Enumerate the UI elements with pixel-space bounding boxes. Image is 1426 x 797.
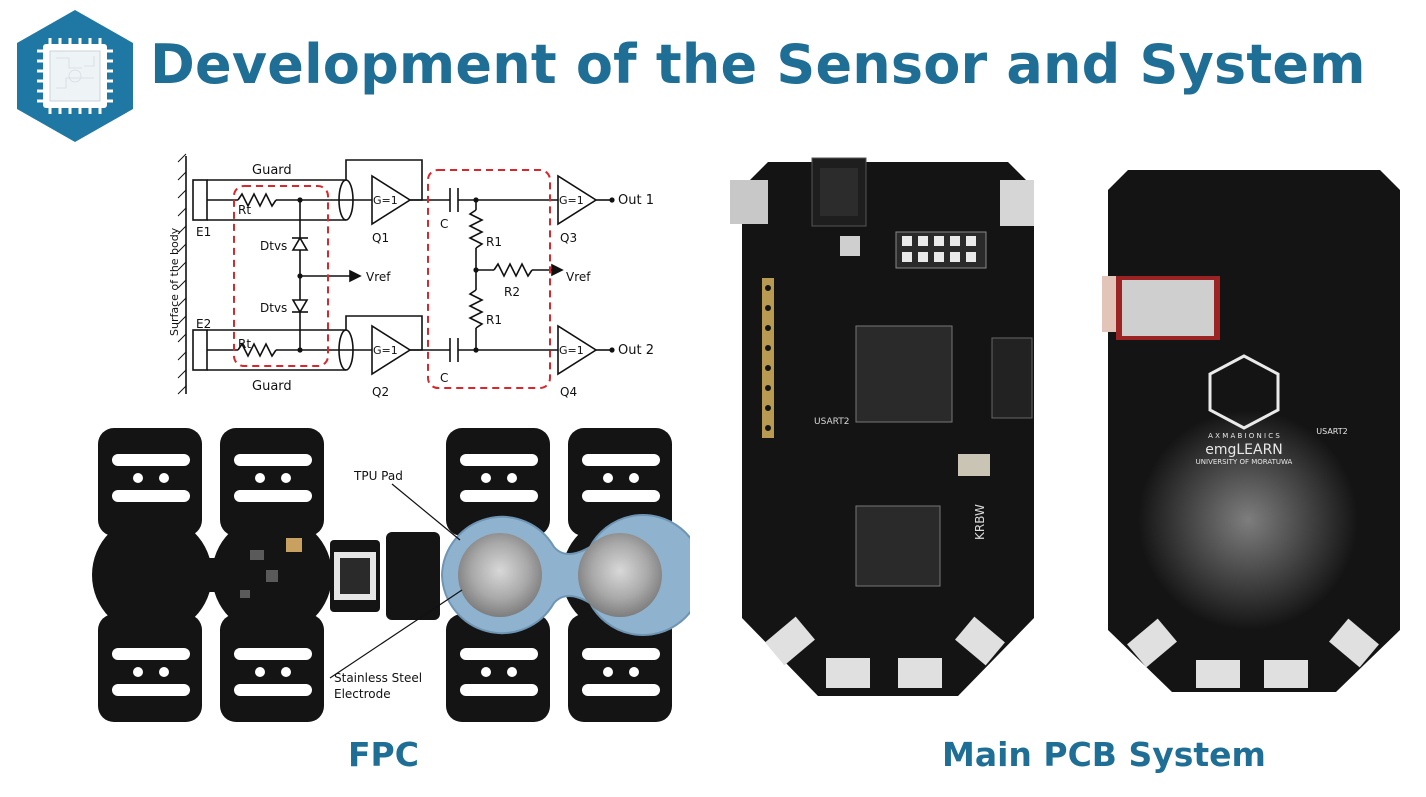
pcb-back-image: A X M A B I O N I C S emgLEARN UNIVERSIT… <box>1102 170 1400 692</box>
electrode-label-line1: Stainless Steel <box>334 671 422 685</box>
back-logo-line1: A X M A B I O N I C S <box>1208 432 1280 440</box>
q3-label: Q3 <box>560 231 577 245</box>
pcb-caption: Main PCB System <box>942 735 1266 774</box>
fpc-image: TPU Pad Stainless Steel Electrode <box>92 428 690 722</box>
pcb-front-image: USART2 KRBW <box>730 157 1034 696</box>
guard-bottom-label: Guard <box>252 379 292 394</box>
q1-buffer-gain: G=1 <box>373 194 398 207</box>
rt-bottom-label: Rt <box>238 337 251 351</box>
rt-top-label: Rt <box>238 203 251 217</box>
page-title: Development of the Sensor and System <box>150 33 1366 96</box>
circuit-schematic: Surface of the body Guard Guard E1 E2 Rt… <box>168 153 654 399</box>
vref-left-label: Vref <box>366 270 391 284</box>
back-logo-line2: emgLEARN <box>1205 442 1283 458</box>
q4-label: Q4 <box>560 385 577 399</box>
chip-hexagon-icon <box>17 10 133 142</box>
q3-buffer-gain: G=1 <box>559 194 584 207</box>
q2-buffer-gain: G=1 <box>373 344 398 357</box>
out1-label: Out 1 <box>618 193 654 208</box>
guard-top-label: Guard <box>252 163 292 178</box>
r1-top-label: R1 <box>486 235 502 249</box>
vref-right-label: Vref <box>566 270 591 284</box>
fpc-caption: FPC <box>348 735 419 774</box>
back-usart-label: USART2 <box>1316 427 1348 436</box>
dtvs-bottom-label: Dtvs <box>260 301 287 315</box>
tpu-pad-label: TPU Pad <box>353 469 403 483</box>
electrode-e2-label: E2 <box>196 317 211 331</box>
body-surface-label: Surface of the body <box>168 227 181 336</box>
dtvs-top-label: Dtvs <box>260 239 287 253</box>
front-usart-label: USART2 <box>814 417 849 427</box>
q2-label: Q2 <box>372 385 389 399</box>
front-brand-label: KRBW <box>973 504 987 540</box>
q1-label: Q1 <box>372 231 389 245</box>
q4-buffer-gain: G=1 <box>559 344 584 357</box>
c-top-label: C <box>440 217 448 231</box>
back-logo-line3: UNIVERSITY OF MORATUWA <box>1196 458 1293 466</box>
r2-label: R2 <box>504 285 520 299</box>
c-bottom-label: C <box>440 371 448 385</box>
r1-bottom-label: R1 <box>486 313 502 327</box>
electrode-label-line2: Electrode <box>334 687 391 701</box>
out2-label: Out 2 <box>618 343 654 358</box>
electrode-e1-label: E1 <box>196 225 211 239</box>
